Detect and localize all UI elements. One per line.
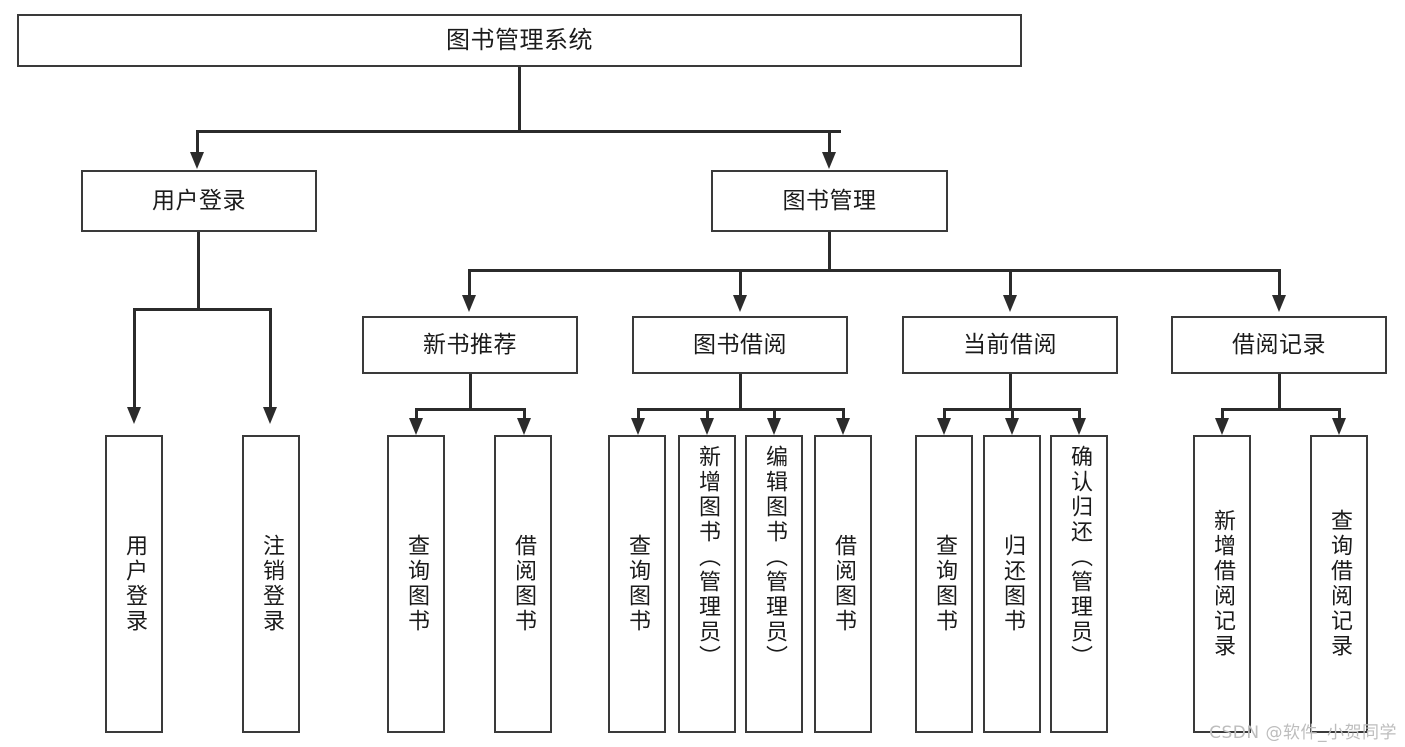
leaf-add-borrow-record[interactable]: 新增借阅记录 [1193, 435, 1251, 733]
arrow-icon [409, 418, 423, 435]
node-current-borrow[interactable]: 当前借阅 [902, 316, 1118, 374]
connector-bookmgmt-drop-1 [468, 269, 471, 296]
leaf-edit-book-admin[interactable]: 编辑图书（管理员） [745, 435, 803, 733]
node-user-login[interactable]: 用户登录 [81, 170, 317, 232]
arrow-icon [836, 418, 850, 435]
connector-userlogin-drop-1 [133, 308, 136, 408]
connector-newbook-drop-1 [415, 408, 418, 420]
connector-newbook-stem [469, 374, 472, 410]
node-borrow-record[interactable]: 借阅记录 [1171, 316, 1387, 374]
arrow-icon [263, 407, 277, 424]
arrow-icon [462, 295, 476, 312]
node-label: 新增图书（管理员） [695, 445, 720, 670]
leaf-query-book-borrow[interactable]: 查询图书 [608, 435, 666, 733]
leaf-user-login[interactable]: 用户登录 [105, 435, 163, 733]
node-label: 归还图书 [1000, 534, 1025, 634]
node-label: 借阅图书 [831, 534, 856, 634]
connector-bookborrow-drop-3 [773, 408, 776, 420]
node-label: 借阅记录 [1232, 331, 1326, 358]
leaf-query-book-current[interactable]: 查询图书 [915, 435, 973, 733]
node-label: 当前借阅 [963, 331, 1057, 358]
node-label: 图书借阅 [693, 331, 787, 358]
node-root-system[interactable]: 图书管理系统 [17, 14, 1022, 67]
node-label: 查询借阅记录 [1327, 509, 1352, 659]
arrow-icon [190, 152, 204, 169]
arrow-icon [937, 418, 951, 435]
node-label: 查询图书 [404, 534, 429, 634]
node-label: 新增借阅记录 [1210, 509, 1235, 659]
node-label: 图书管理 [782, 187, 877, 214]
connector-currentborrow-drop-2 [1011, 408, 1014, 420]
connector-bookmgmt-drop-4 [1278, 269, 1281, 296]
connector-bookborrow-drop-1 [637, 408, 640, 420]
arrow-icon [700, 418, 714, 435]
leaf-user-logout[interactable]: 注销登录 [242, 435, 300, 733]
leaf-query-book-recommend[interactable]: 查询图书 [387, 435, 445, 733]
leaf-query-borrow-record[interactable]: 查询借阅记录 [1310, 435, 1368, 733]
leaf-return-book[interactable]: 归还图书 [983, 435, 1041, 733]
arrow-icon [631, 418, 645, 435]
leaf-borrow-book[interactable]: 借阅图书 [814, 435, 872, 733]
node-label: 新书推荐 [423, 331, 517, 358]
connector-userlogin-bus [133, 308, 271, 311]
arrow-icon [517, 418, 531, 435]
arrow-icon [733, 295, 747, 312]
connector-root-drop-2 [828, 130, 831, 153]
node-book-management[interactable]: 图书管理 [711, 170, 948, 232]
connector-bookmgmt-drop-3 [1009, 269, 1012, 296]
connector-currentborrow-drop-3 [1078, 408, 1081, 420]
connector-newbook-bus [415, 408, 525, 411]
node-label: 图书管理系统 [446, 25, 593, 54]
node-label: 注销登录 [259, 534, 284, 634]
arrow-icon [1072, 418, 1086, 435]
connector-bookborrow-drop-4 [842, 408, 845, 420]
node-new-book-recommend[interactable]: 新书推荐 [362, 316, 578, 374]
connector-currentborrow-drop-1 [943, 408, 946, 420]
node-label: 查询图书 [625, 534, 650, 634]
arrow-icon [1332, 418, 1346, 435]
arrow-icon [1005, 418, 1019, 435]
node-label: 编辑图书（管理员） [762, 445, 787, 670]
connector-root-bus [196, 130, 841, 133]
arrow-icon [767, 418, 781, 435]
node-book-borrow[interactable]: 图书借阅 [632, 316, 848, 374]
connector-userlogin-drop-2 [269, 308, 272, 408]
connector-userlogin-stem [197, 232, 200, 310]
arrow-icon [127, 407, 141, 424]
leaf-confirm-return-admin[interactable]: 确认归还（管理员） [1050, 435, 1108, 733]
connector-newbook-drop-2 [523, 408, 526, 420]
arrow-icon [1272, 295, 1286, 312]
connector-root-drop-1 [196, 130, 199, 153]
node-label: 用户登录 [152, 187, 246, 214]
connector-bookmgmt-drop-2 [739, 269, 742, 296]
node-label: 查询图书 [932, 534, 957, 634]
connector-bookmgmt-stem [828, 232, 831, 271]
connector-borrowrecord-bus [1221, 408, 1340, 411]
node-label: 用户登录 [122, 534, 147, 634]
connector-bookmgmt-bus [468, 269, 1280, 272]
connector-borrowrecord-drop-1 [1221, 408, 1224, 420]
connector-bookborrow-drop-2 [706, 408, 709, 420]
connector-bookborrow-bus [637, 408, 844, 411]
arrow-icon [1003, 295, 1017, 312]
connector-bookborrow-stem [739, 374, 742, 410]
connector-borrowrecord-stem [1278, 374, 1281, 410]
connector-currentborrow-stem [1009, 374, 1012, 410]
connector-root-stem [518, 67, 521, 130]
arrow-icon [1215, 418, 1229, 435]
leaf-borrow-book-recommend[interactable]: 借阅图书 [494, 435, 552, 733]
connector-borrowrecord-drop-2 [1338, 408, 1341, 420]
leaf-add-book-admin[interactable]: 新增图书（管理员） [678, 435, 736, 733]
arrow-icon [822, 152, 836, 169]
node-label: 确认归还（管理员） [1067, 445, 1092, 670]
node-label: 借阅图书 [511, 534, 536, 634]
